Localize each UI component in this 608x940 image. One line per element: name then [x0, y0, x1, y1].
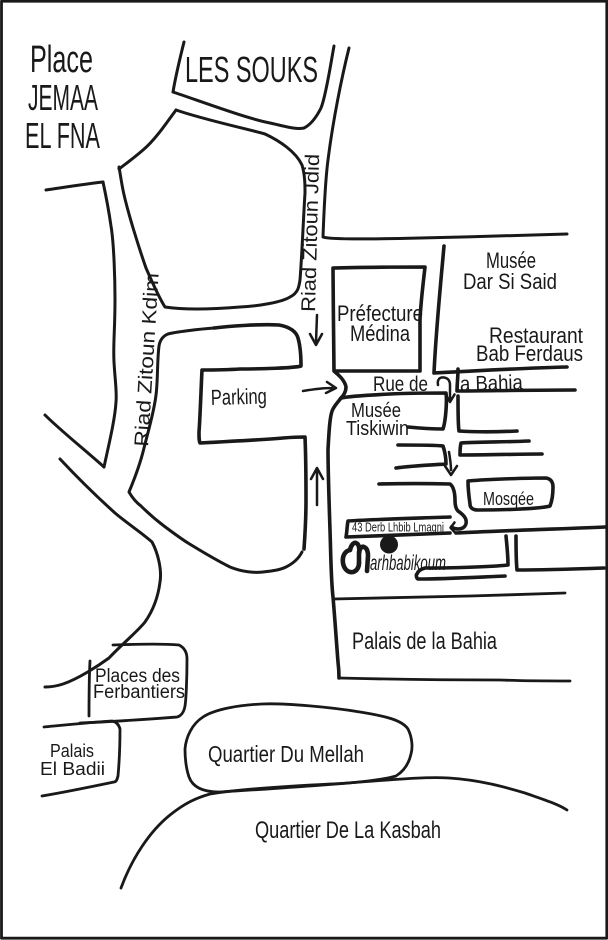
svg-text:Musée: Musée [486, 248, 536, 273]
svg-text:Quartier De La Kasbah: Quartier De La Kasbah [255, 817, 441, 844]
svg-text:LES SOUKS: LES SOUKS [185, 49, 318, 90]
svg-text:Palais de la Bahia: Palais de la Bahia [352, 628, 497, 655]
svg-text:la Bahia: la Bahia [456, 371, 524, 396]
svg-text:Quartier Du Mellah: Quartier Du Mellah [208, 741, 364, 767]
svg-text:Bab Ferdaus: Bab Ferdaus [476, 341, 583, 366]
svg-text:Places des: Places des [95, 666, 180, 687]
svg-text:arhbabikoum: arhbabikoum [370, 552, 446, 575]
svg-text:El Badii: El Badii [40, 759, 105, 779]
svg-text:Musée: Musée [351, 400, 401, 422]
svg-text:Restaurant: Restaurant [489, 323, 583, 348]
svg-text:Place: Place [30, 39, 93, 81]
svg-text:Parking: Parking [210, 384, 267, 410]
svg-text:Rue de: Rue de [373, 373, 428, 396]
svg-text:Préfecture: Préfecture [337, 301, 423, 326]
svg-text:EL FNA: EL FNA [25, 115, 100, 156]
svg-text:Ferbantiers: Ferbantiers [93, 682, 185, 703]
svg-text:Tiskiwin: Tiskiwin [346, 418, 409, 440]
svg-text:Palais: Palais [50, 741, 94, 761]
svg-text:JEMAA: JEMAA [28, 77, 98, 118]
svg-text:Riad Zitoun Jdid: Riad Zitoun Jdid [298, 154, 324, 313]
svg-text:Dar Si Said: Dar Si Said [463, 269, 557, 294]
svg-text:43 Derb Lhbib Lmagni: 43 Derb Lhbib Lmagni [352, 520, 444, 535]
svg-text:Médina: Médina [350, 321, 411, 346]
svg-text:Mosqée: Mosqée [483, 489, 534, 509]
